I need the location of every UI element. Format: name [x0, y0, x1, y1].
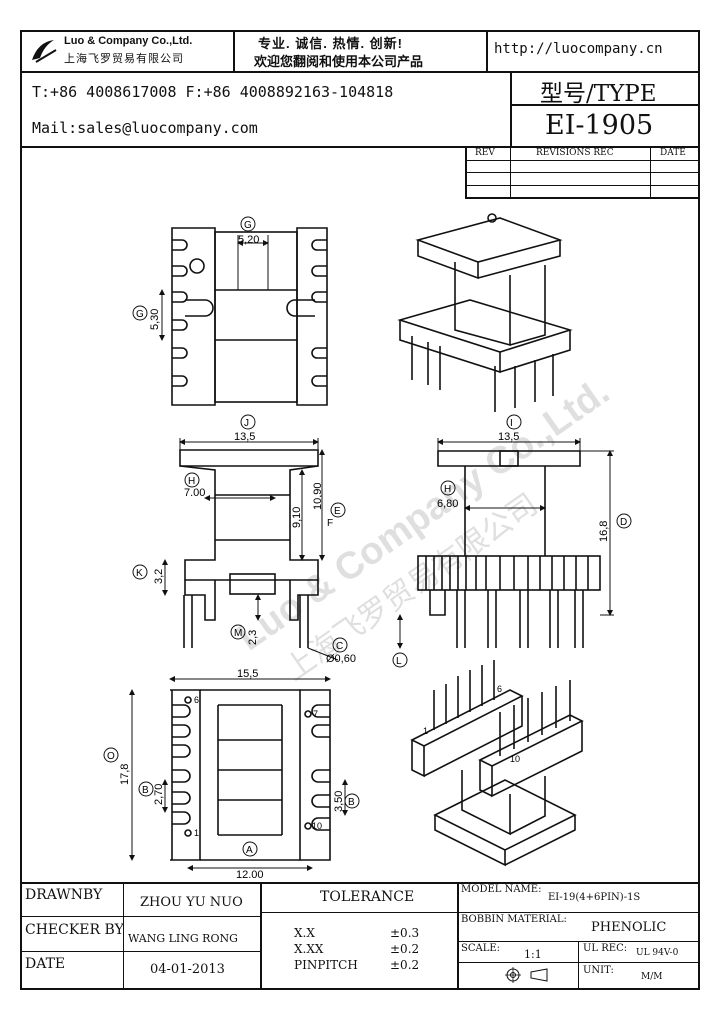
checker-value: WANG LING RONG [128, 932, 238, 945]
side-view-dims [392, 414, 632, 668]
drawing-frame [20, 30, 700, 990]
svg-text:J: J [244, 418, 249, 429]
rev-col-header: REV [475, 148, 495, 158]
type-label: 型号/TYPE [540, 81, 657, 107]
header-divider-1 [20, 71, 700, 73]
projection-symbol-icon [505, 967, 548, 983]
svg-text:17,8: 17,8 [119, 764, 131, 785]
type-divider [510, 104, 700, 106]
svg-text:9,10: 9,10 [291, 507, 303, 528]
svg-text:10: 10 [312, 821, 322, 831]
svg-text:6,80: 6,80 [437, 498, 458, 510]
type-vline [510, 72, 512, 147]
header-divider-2 [20, 146, 700, 148]
bottom-view [170, 689, 331, 861]
svg-text:B: B [142, 785, 149, 796]
svg-text:2,3: 2,3 [247, 630, 259, 645]
svg-text:I: I [510, 418, 513, 429]
bobbin-value: PHENOLIC [591, 920, 667, 935]
header-vline-2 [486, 30, 488, 72]
slogan-2: 欢迎您翻阅和使用本公司产品 [254, 54, 424, 69]
ul-rec-value: UL 94V-0 [636, 948, 679, 958]
svg-text:A: A [246, 845, 253, 856]
model-value: EI-19(4+6PIN)-1S [548, 892, 641, 903]
model-label: MODEL NAME: [461, 884, 542, 895]
email-line: Mail:sales@luocompany.com [32, 119, 258, 137]
side-view [417, 450, 601, 648]
ul-rec-label: UL REC: [583, 943, 628, 954]
svg-text:F: F [327, 518, 333, 529]
svg-text:10: 10 [510, 754, 520, 764]
svg-text:Luo & Company Co.,Ltd.: Luo & Company Co.,Ltd. [230, 370, 617, 659]
svg-text:3,50: 3,50 [333, 791, 345, 812]
svg-text:Ø0,60: Ø0,60 [326, 653, 356, 665]
svg-text:L: L [396, 656, 402, 667]
top-view-dims [132, 216, 269, 341]
drawnby-value: ZHOU YU NUO [140, 895, 243, 910]
slogan-1: 专业. 诚信. 热情. 创新! [258, 36, 404, 51]
watermark: Luo & Company Co.,Ltd. 上海飞罗贸易有限公司 [230, 370, 617, 687]
revisions-rec-col-header: REVISIONS REC [536, 148, 614, 158]
drawnby-label: DRAWNBY [25, 887, 103, 903]
svg-text:H: H [188, 476, 195, 487]
scale-value: 1:1 [524, 948, 542, 961]
tol-2-key: X.XX [294, 942, 324, 956]
front-view-dims [132, 414, 348, 661]
svg-text:7: 7 [313, 709, 318, 719]
svg-text:5,20: 5,20 [238, 234, 259, 246]
bobbin-label: BOBBIN MATERIAL: [461, 914, 567, 925]
top-view [171, 227, 328, 406]
company-name-cn: 上海飞罗贸易有限公司 [64, 53, 184, 65]
svg-text:1: 1 [423, 726, 428, 736]
svg-text:6: 6 [497, 684, 502, 694]
svg-text:12.00: 12.00 [236, 869, 264, 881]
svg-text:7.00: 7.00 [184, 487, 205, 499]
svg-text:D: D [620, 517, 627, 528]
svg-text:K: K [136, 568, 143, 579]
tol-3-val: ±0.2 [390, 958, 420, 972]
svg-text:13,5: 13,5 [498, 431, 519, 443]
tol-2-val: ±0.2 [390, 942, 420, 956]
scale-label: SCALE: [461, 943, 501, 954]
website-link[interactable]: http://luocompany.cn [494, 41, 663, 57]
company-logo-icon [32, 40, 57, 63]
tolerance-title: TOLERANCE [320, 889, 415, 905]
svg-text:G: G [244, 220, 252, 231]
svg-text:G: G [136, 309, 144, 320]
phone-fax-line: T:+86 4008617008 F:+86 4008892163-104818 [32, 83, 394, 101]
svg-text:C: C [336, 641, 343, 652]
iso-view-bottom [410, 660, 584, 867]
svg-text:2,70: 2,70 [153, 784, 165, 805]
iso-view-top [397, 213, 573, 412]
tol-3-key: PINPITCH [294, 958, 358, 972]
header-vline-1 [233, 30, 235, 72]
front-view [179, 449, 319, 648]
tol-1-key: X.X [294, 926, 315, 940]
svg-text:M: M [234, 628, 242, 639]
date-value: 04-01-2013 [150, 962, 225, 977]
svg-text:13,5: 13,5 [234, 431, 255, 443]
bottom-view-dims [103, 676, 360, 871]
company-name-en: Luo & Company Co.,Ltd. [64, 35, 193, 47]
svg-text:1: 1 [194, 828, 199, 838]
checker-label: CHECKER BY [25, 922, 124, 938]
svg-text:10,90: 10,90 [312, 482, 324, 510]
svg-text:15,5: 15,5 [237, 668, 258, 680]
date-col-header: DATE [660, 148, 686, 158]
svg-text:5,30: 5,30 [149, 309, 161, 330]
unit-value: M/M [641, 972, 663, 982]
svg-text:6: 6 [194, 695, 199, 705]
unit-label: UNIT: [583, 965, 614, 976]
type-value: EI-1905 [545, 110, 654, 141]
tol-1-val: ±0.3 [390, 926, 420, 940]
svg-text:O: O [107, 751, 115, 762]
svg-text:E: E [334, 506, 341, 517]
svg-text:H: H [444, 484, 451, 495]
svg-text:B: B [348, 797, 355, 808]
svg-text:3,2: 3,2 [153, 569, 165, 584]
date-label: DATE [25, 956, 66, 972]
svg-text:16,8: 16,8 [598, 521, 610, 542]
